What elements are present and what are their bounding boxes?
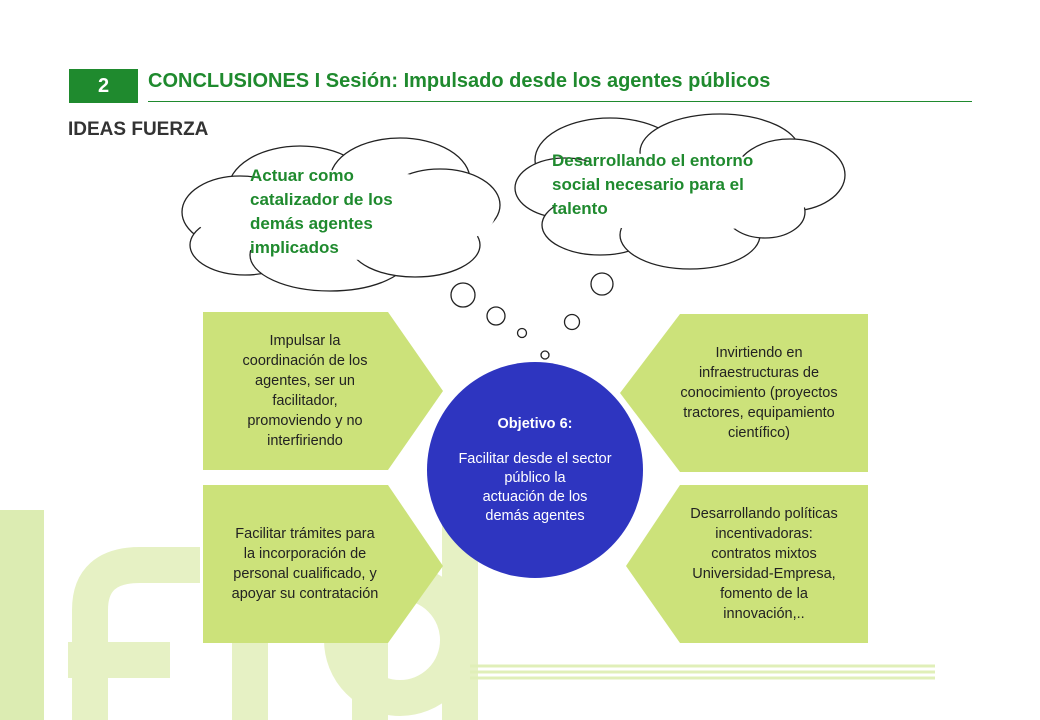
box-line: Impulsar la <box>269 333 341 349</box>
objective-circle <box>427 362 643 578</box>
box-line: conocimiento (proyectos <box>680 385 838 401</box>
box-top-right <box>620 314 868 472</box>
box-line: fomento de la <box>720 586 808 602</box>
objective-text: Objetivo 6: Facilitar desde el sector pú… <box>424 362 646 578</box>
cloud-right-line: talento <box>552 199 608 218</box>
box-line: incentivadoras: <box>715 526 813 542</box>
box-line: tractores, equipamiento <box>683 405 835 421</box>
box-line: apoyar su contratación <box>231 586 379 602</box>
box-top-left-text: Impulsar la coordinación de los agentes,… <box>205 314 405 468</box>
box-line: Universidad-Empresa, <box>692 566 836 582</box>
objective-line: Facilitar desde el sector <box>458 450 612 467</box>
objective-line: público la <box>504 469 566 486</box>
cloud-right-line: social necesario para el <box>552 175 744 194</box>
box-line: infraestructuras de <box>698 365 820 381</box>
box-line: contratos mixtos <box>711 546 817 562</box>
box-line: la incorporación de <box>243 546 367 562</box>
box-line: científico) <box>727 425 791 441</box>
box-line: interfiriendo <box>267 433 343 449</box>
cloud-left-line: catalizador de los <box>250 190 393 209</box>
cloud-right-text: Desarrollando el entorno social necesari… <box>552 149 753 221</box>
box-top-right-text: Invirtiendo en infraestructuras de conoc… <box>650 316 868 470</box>
objective-line: actuación de los <box>482 488 588 505</box>
section-subtitle: IDEAS FUERZA <box>68 119 209 140</box>
cloud-left-line: implicados <box>250 238 339 257</box>
box-bottom-right <box>626 485 868 643</box>
title-divider <box>148 101 972 102</box>
box-line: personal cualificado, y <box>233 566 377 582</box>
watermark-bar <box>0 510 44 720</box>
box-bottom-right-text: Desarrollando políticas incentivadoras: … <box>660 487 868 641</box>
box-line: Facilitar trámites para <box>235 526 375 542</box>
box-line: agentes, ser un <box>255 373 355 389</box>
box-top-left <box>203 312 443 470</box>
cloud-left-line: demás agentes <box>250 214 373 233</box>
box-line: coordinación de los <box>242 353 368 369</box>
box-bottom-left-text: Facilitar trámites para la incorporación… <box>205 487 405 641</box>
cloud-left-line: Actuar como <box>250 166 354 185</box>
box-line: innovación,.. <box>723 606 805 622</box>
cloud-right-line: Desarrollando el entorno <box>552 151 754 170</box>
cloud-left-fill <box>195 170 495 260</box>
watermark-stripes <box>470 664 935 680</box>
box-line: Desarrollando políticas <box>690 506 838 522</box>
slide-title: CONCLUSIONES I Sesión: Impulsado desde l… <box>148 70 771 92</box>
box-line: Invirtiendo en <box>715 345 803 361</box>
objective-heading: Objetivo 6: <box>497 415 573 432</box>
objective-line: demás agentes <box>485 507 585 524</box>
cloud-right-fill <box>545 152 815 232</box>
slide-number-badge: 2 <box>69 69 138 103</box>
cloud-left-text: Actuar como catalizador de los demás age… <box>250 164 393 260</box>
thought-bubbles <box>450 272 614 360</box>
box-bottom-left <box>203 485 443 643</box>
box-line: facilitador, <box>272 393 338 409</box>
box-line: promoviendo y no <box>247 413 363 429</box>
